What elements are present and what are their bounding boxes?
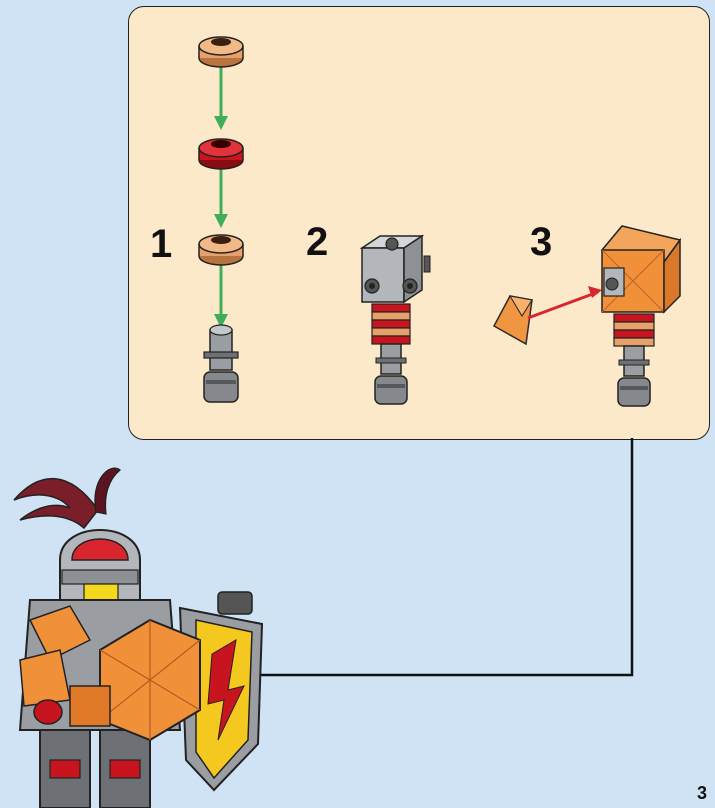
step1-assembly [199,37,243,402]
red-arrow [528,292,598,318]
callout-connector [206,438,632,688]
round-plate-tan-bottom [199,235,243,265]
step2-assembly [362,236,430,404]
knight-minifigure [14,468,262,808]
round-plate-tan-top [199,37,243,67]
step3-assembly [494,226,680,406]
round-plate-red [199,139,243,169]
grey-bar-handle [204,325,238,402]
page-number: 3 [697,783,707,804]
